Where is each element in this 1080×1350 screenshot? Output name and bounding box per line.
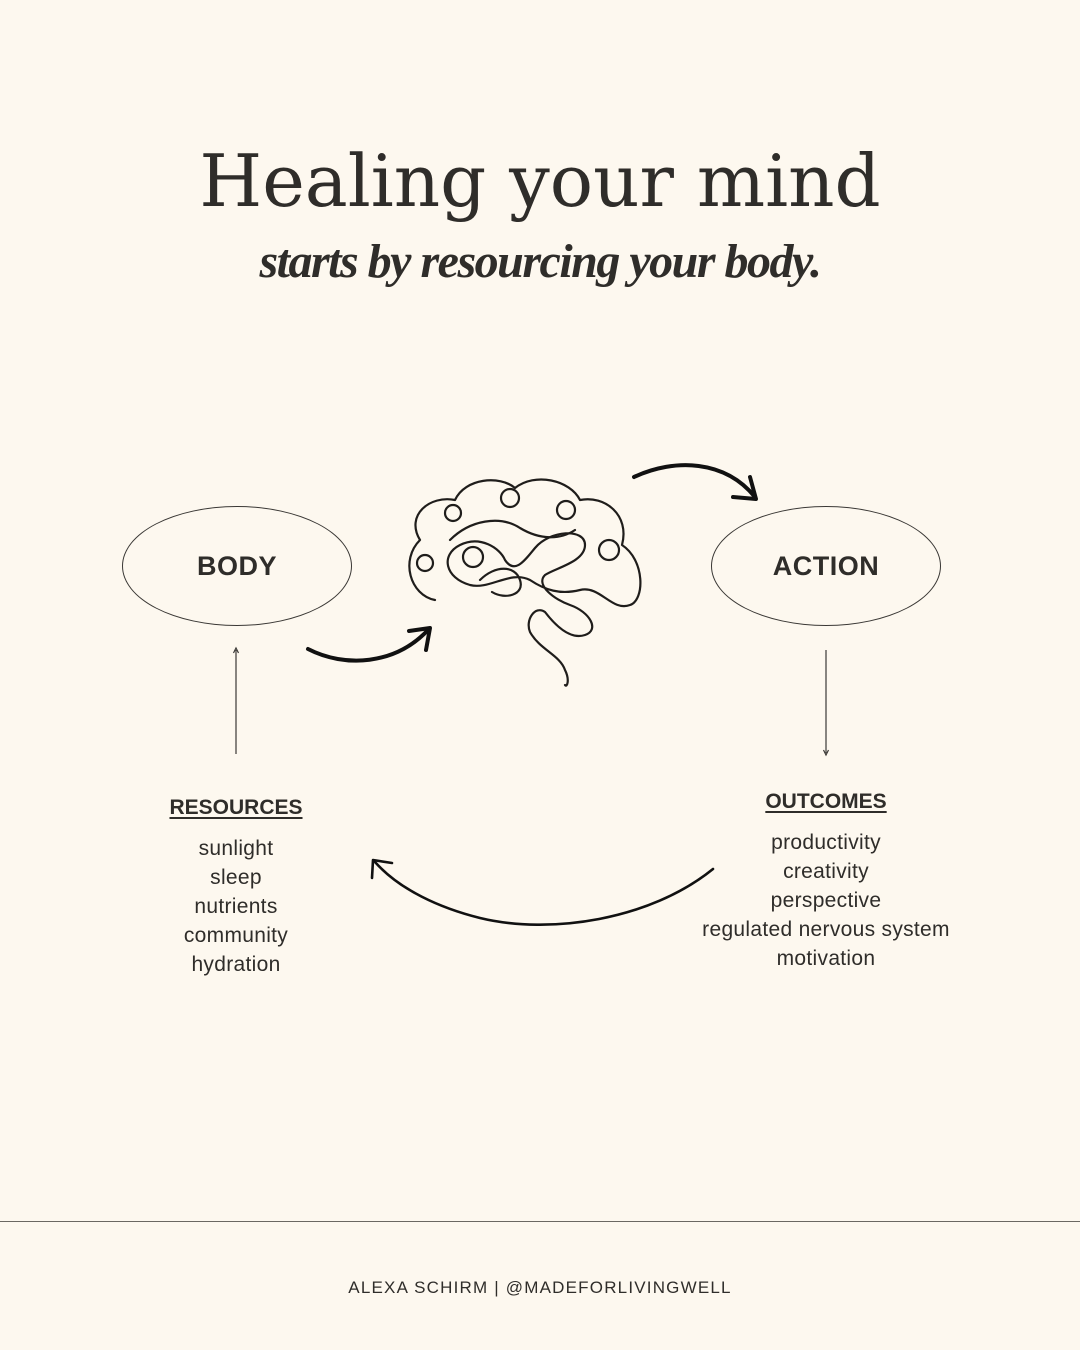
list-item: sunlight: [198, 837, 274, 860]
body-node: BODY: [122, 506, 352, 626]
resources-heading: RESOURCES: [169, 796, 303, 819]
body-label: BODY: [196, 550, 277, 581]
page-subtitle: starts by resourcing your body.: [259, 235, 822, 288]
list-item: creativity: [783, 860, 869, 883]
arrow-mind-to-action: [632, 463, 758, 501]
list-item: hydration: [191, 953, 281, 976]
list-item: motivation: [776, 947, 876, 970]
outcomes-list: OUTCOMES productivity creativity perspec…: [676, 790, 976, 973]
arrow-outcomes-to-resources: [370, 858, 715, 926]
arrow-action-to-outcomes: [822, 650, 830, 757]
arrow-resources-to-body: [232, 646, 240, 754]
list-item: productivity: [771, 831, 881, 854]
list-item: perspective: [770, 889, 882, 912]
outcomes-heading: OUTCOMES: [765, 790, 887, 813]
brain-icon: [408, 478, 642, 687]
list-item: regulated nervous system: [702, 918, 950, 941]
resources-list: RESOURCES sunlight sleep nutrients commu…: [120, 796, 352, 979]
arrow-body-to-mind: [306, 626, 432, 663]
action-label: ACTION: [772, 550, 880, 581]
footer-divider: [0, 1221, 1080, 1222]
page-title: Healing your mind: [199, 139, 881, 223]
list-item: sleep: [210, 866, 262, 889]
footer-credit: ALEXA SCHIRM | @MADEFORLIVINGWELL: [348, 1278, 732, 1297]
list-item: nutrients: [194, 895, 278, 918]
list-item: community: [183, 924, 289, 947]
action-node: ACTION: [711, 506, 941, 626]
